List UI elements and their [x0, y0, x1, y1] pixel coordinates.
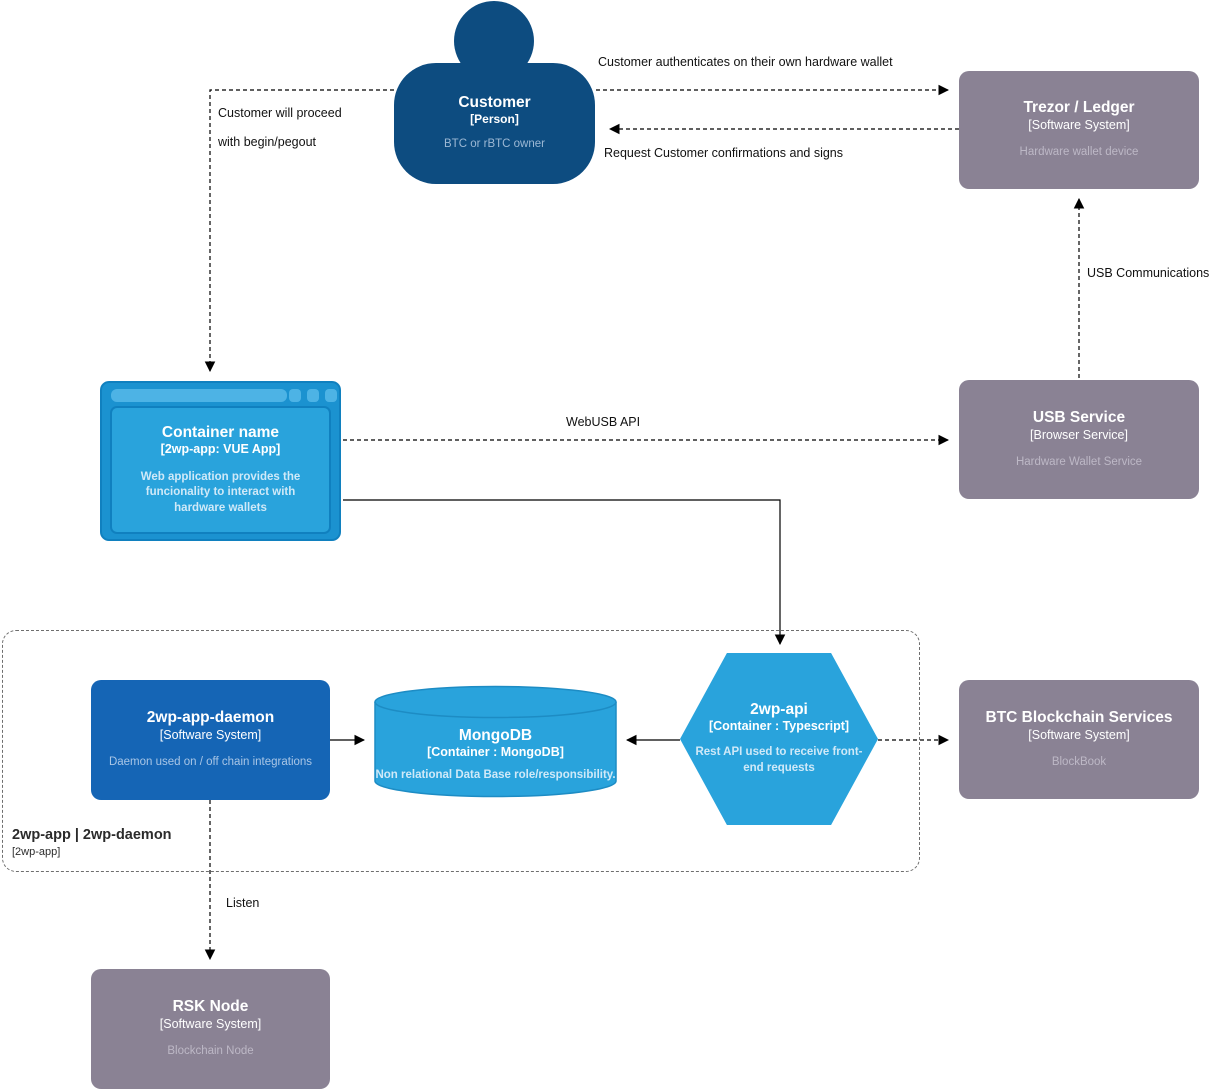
node-2wp-app-daemon[interactable]: 2wp-app-daemon [Software System] Daemon … [91, 680, 330, 800]
node-description: Daemon used on / off chain integrations [108, 756, 313, 769]
node-mongodb[interactable]: MongoDB [Container : MongoDB] Non relati… [373, 685, 618, 798]
node-rsk-node[interactable]: RSK Node [Software System] Blockchain No… [91, 969, 330, 1089]
edge-label-proceed-line1: Customer will proceed [218, 106, 342, 120]
node-description: BlockBook [1051, 755, 1107, 768]
browser-button-icon [325, 389, 337, 402]
node-description: BTC or rBTC owner [444, 138, 545, 151]
node-description: Hardware Wallet Service [1015, 455, 1143, 468]
edge-label-request-sign: Request Customer confirmations and signs [604, 146, 844, 160]
browser-address-bar [111, 389, 287, 402]
boundary-2wp-app [2, 630, 920, 872]
node-container-app-window[interactable]: Container name [2wp-app: VUE App] Web ap… [100, 381, 341, 541]
node-title: 2wp-app-daemon [146, 709, 275, 727]
node-subtitle: [Software System] [159, 1017, 262, 1032]
edge-label-listen: Listen [226, 896, 260, 910]
cylinder-shape [374, 685, 617, 798]
node-title: USB Service [1032, 408, 1126, 426]
node-title: MongoDB [458, 726, 533, 744]
edge-container-to-api [343, 499, 786, 646]
node-btc-blockchain-services[interactable]: BTC Blockchain Services [Software System… [959, 680, 1199, 799]
node-description: Non relational Data Base role/responsibi… [375, 768, 616, 781]
browser-button-icon [307, 389, 319, 402]
node-description: Blockchain Node [167, 1045, 254, 1058]
node-usb-service[interactable]: USB Service [Browser Service] Hardware W… [959, 380, 1199, 499]
edge-customer-to-container [204, 89, 394, 373]
node-2wp-api[interactable]: 2wp-api [Container : Typescript] Rest AP… [680, 653, 878, 825]
node-description: Hardware wallet device [1019, 146, 1139, 159]
edge-label-authenticates: Customer authenticates on their own hard… [598, 55, 893, 69]
node-title: Container name [161, 423, 280, 441]
node-description: Rest API used to receive front-end reque… [695, 746, 863, 774]
node-customer[interactable]: Customer [Person] BTC or rBTC owner [394, 63, 595, 184]
node-subtitle: [Software System] [159, 728, 262, 743]
node-subtitle: [Container : MongoDB] [427, 744, 564, 759]
node-container-app[interactable]: Container name [2wp-app: VUE App] Web ap… [110, 406, 331, 534]
node-description: Web application provides the funcionalit… [140, 470, 301, 514]
node-subtitle: [Person] [470, 111, 519, 126]
node-subtitle: [Browser Service] [1030, 427, 1128, 442]
edge-label-webusb: WebUSB API [566, 415, 641, 429]
cylinder-text: MongoDB [Container : MongoDB] Non relati… [373, 709, 618, 798]
node-subtitle: [Software System] [1028, 727, 1130, 742]
node-title: RSK Node [172, 998, 249, 1016]
node-subtitle: [2wp-app: VUE App] [160, 441, 281, 456]
node-title: Customer [458, 94, 531, 112]
node-trezor-ledger[interactable]: Trezor / Ledger [Software System] Hardwa… [959, 71, 1199, 189]
node-title: BTC Blockchain Services [985, 708, 1173, 726]
node-title: 2wp-api [750, 701, 808, 719]
boundary-label: 2wp-app | 2wp-daemon [2wp-app] [12, 827, 172, 858]
node-title: Trezor / Ledger [1023, 99, 1135, 117]
node-subtitle: [Software System] [1028, 118, 1130, 133]
boundary-title: 2wp-app | 2wp-daemon [12, 827, 172, 843]
boundary-subtitle: [2wp-app] [12, 846, 61, 858]
edge-label-proceed-line2: with begin/pegout [218, 135, 316, 149]
edge-label-usb-communications: USB Communications [1087, 266, 1210, 280]
browser-button-icon [289, 389, 301, 402]
node-subtitle: [Container : Typescript] [708, 719, 850, 734]
